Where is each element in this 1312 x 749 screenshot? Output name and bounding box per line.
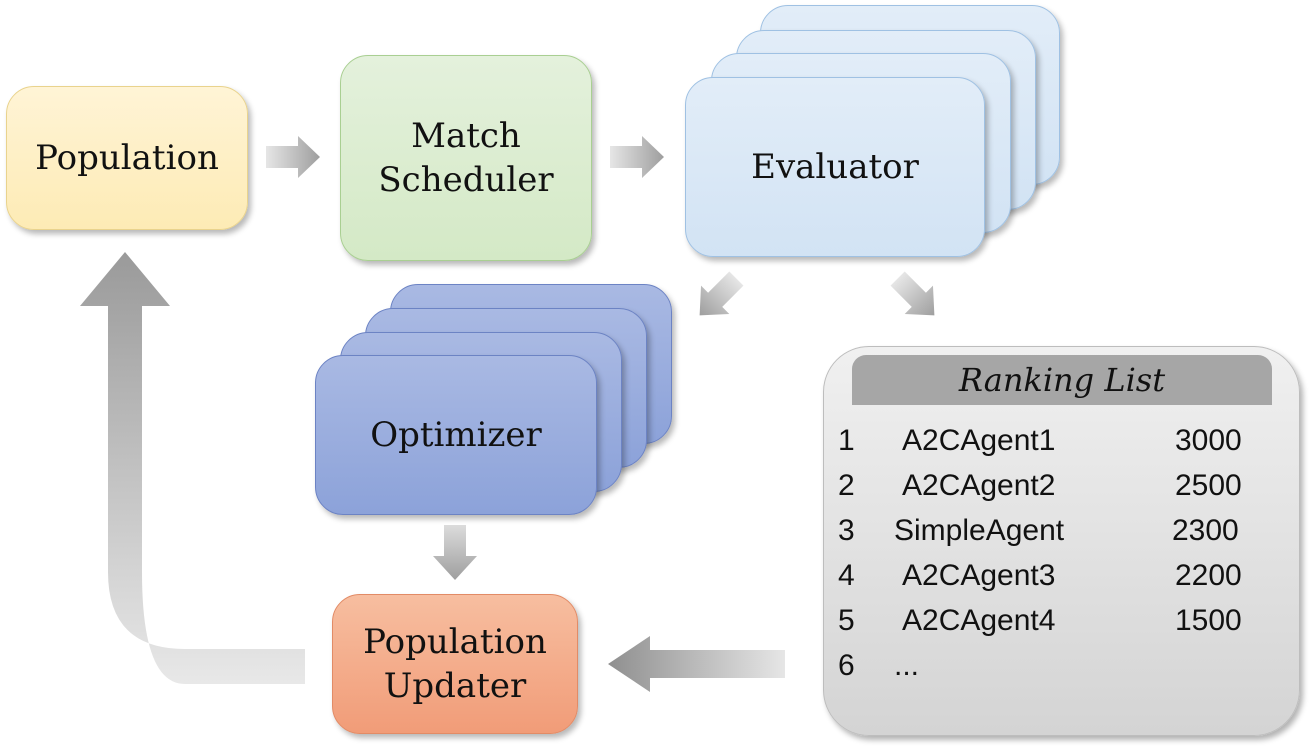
- ranking-row: 3 SimpleAgent 2300: [824, 514, 1299, 559]
- ranking-row: 6 ...: [824, 649, 1299, 694]
- evaluator-node: Evaluator: [685, 77, 985, 257]
- ranking-agent-name: A2CAgent1: [902, 424, 1056, 457]
- optimizer-label: Optimizer: [370, 415, 542, 455]
- ranking-score: 3000: [1175, 424, 1242, 457]
- ranking-row: 2 A2CAgent2 2500: [824, 469, 1299, 514]
- ranking-score: 2500: [1175, 469, 1242, 502]
- ranking-agent-name: SimpleAgent: [894, 514, 1065, 547]
- ranking-row: 5 A2CAgent4 1500: [824, 604, 1299, 649]
- arrow-ranking-to-updater: [608, 636, 785, 692]
- population-updater-label: Population Updater: [363, 622, 547, 706]
- arrow-optimizer-to-updater: [433, 525, 477, 580]
- ranking-row: 1 A2CAgent1 3000: [824, 424, 1299, 469]
- ranking-agent-name: ...: [894, 649, 920, 682]
- arrow-population-to-scheduler: [266, 136, 320, 178]
- population-label: Population: [35, 138, 219, 178]
- evaluator-label: Evaluator: [751, 147, 919, 187]
- match-scheduler-node: Match Scheduler: [340, 55, 592, 261]
- ranking-score: 1500: [1175, 604, 1242, 637]
- ranking-rank: 4: [838, 559, 855, 592]
- arrow-scheduler-to-evaluator: [610, 136, 664, 178]
- ranking-rank: 3: [838, 514, 855, 547]
- ranking-rank: 6: [838, 649, 855, 682]
- match-scheduler-label: Match Scheduler: [378, 116, 554, 200]
- ranking-row: 4 A2CAgent3 2200: [824, 559, 1299, 604]
- population-updater-node: Population Updater: [332, 594, 578, 734]
- ranking-score: 2200: [1175, 559, 1242, 592]
- ranking-list-panel: Ranking List 1 A2CAgent1 3000 2 A2CAgent…: [823, 346, 1300, 736]
- ranking-rank: 2: [838, 469, 855, 502]
- ranking-rank: 5: [838, 604, 855, 637]
- ranking-score: 2300: [1172, 514, 1239, 547]
- ranking-agent-name: A2CAgent2: [902, 469, 1056, 502]
- ranking-agent-name: A2CAgent3: [902, 559, 1056, 592]
- ranking-agent-name: A2CAgent4: [902, 604, 1056, 637]
- arrow-evaluator-to-optimizer: [699, 271, 744, 316]
- arrow-updater-to-population: [80, 252, 305, 684]
- population-node: Population: [6, 86, 248, 230]
- ranking-list-title: Ranking List: [852, 355, 1272, 405]
- optimizer-node: Optimizer: [315, 355, 597, 515]
- ranking-rank: 1: [838, 424, 855, 457]
- arrow-evaluator-to-ranking: [890, 271, 935, 316]
